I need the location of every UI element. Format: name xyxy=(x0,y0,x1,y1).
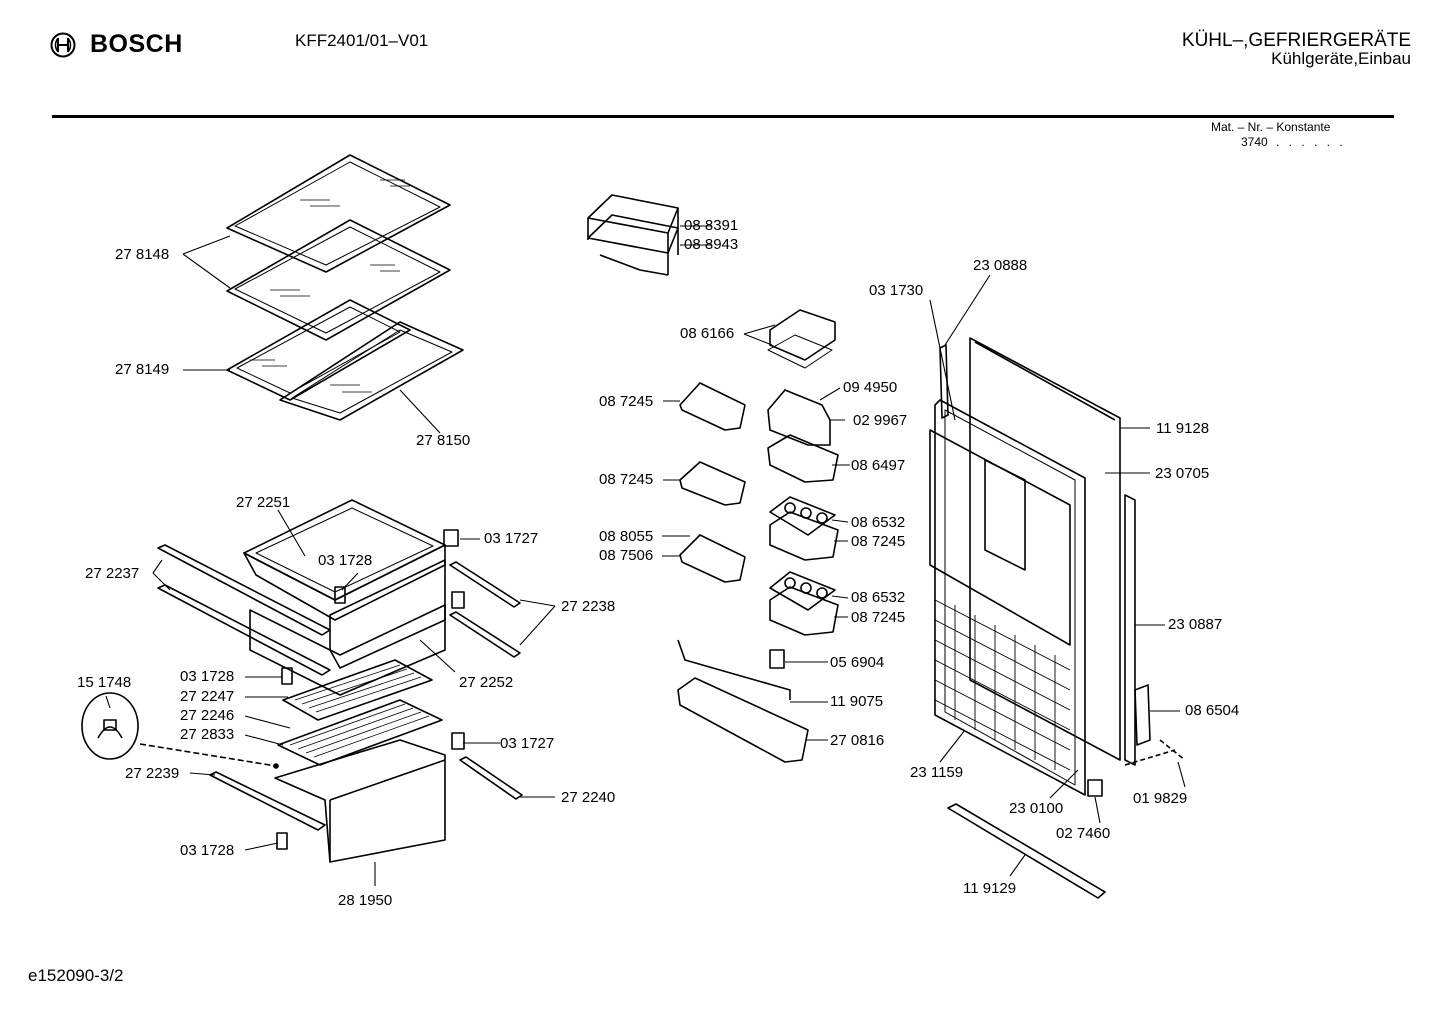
drawing-reference: e152090-3/2 xyxy=(28,966,124,985)
door-trim-strips xyxy=(939,344,1106,899)
part-label: 23 0100 xyxy=(1009,800,1064,817)
butter-dish xyxy=(587,194,679,276)
bosch-logo: BOSCH xyxy=(50,30,183,59)
part-label: 27 2240 xyxy=(561,789,616,806)
part-label: 08 6532 xyxy=(851,514,906,531)
material-number-value: 3740 xyxy=(1241,135,1268,149)
part-label: 27 2247 xyxy=(180,688,235,705)
part-label: 08 7506 xyxy=(599,547,654,564)
material-number-label: Mat. – Nr. – Konstante xyxy=(1211,120,1331,134)
bosch-armature-icon xyxy=(50,32,76,57)
dairy-compartment xyxy=(767,389,839,483)
brand-name: BOSCH xyxy=(90,30,183,58)
part-label: 28 1950 xyxy=(338,892,393,909)
door-perforation xyxy=(934,599,1071,771)
header-divider xyxy=(52,115,1394,118)
crisper-drawer-middle xyxy=(249,604,446,696)
part-label: 23 0888 xyxy=(973,257,1028,274)
material-number-dots: . . . . . . xyxy=(1276,135,1346,149)
glass-shelf-cover xyxy=(279,321,464,421)
part-label: 03 1728 xyxy=(180,842,235,859)
part-label: 03 1727 xyxy=(484,530,539,547)
glass-shelf-1 xyxy=(226,154,451,273)
drawer-rails xyxy=(157,544,523,831)
part-label: 08 7245 xyxy=(599,393,654,410)
part-label: 27 2239 xyxy=(125,765,180,782)
egg-trays xyxy=(769,496,839,636)
part-label: 02 7460 xyxy=(1056,825,1111,842)
part-label: 27 8150 xyxy=(416,432,471,449)
part-label: 15 1748 xyxy=(77,674,132,691)
part-label: 08 8055 xyxy=(599,528,654,545)
part-label: 27 2246 xyxy=(180,707,235,724)
part-label: 08 6504 xyxy=(1185,702,1240,719)
part-label: 23 0887 xyxy=(1168,616,1223,633)
part-label: 27 8149 xyxy=(115,361,170,378)
part-label: 02 9967 xyxy=(853,412,908,429)
part-label: 11 9075 xyxy=(830,693,884,710)
part-label: 08 8391 xyxy=(684,217,739,234)
part-label: 27 2238 xyxy=(561,598,616,615)
part-label: 08 6166 xyxy=(680,325,735,342)
part-label: 03 1728 xyxy=(318,552,373,569)
door-frame-outer xyxy=(969,337,1136,766)
part-label: 09 4950 xyxy=(843,379,898,396)
crisper-drawer-upper xyxy=(243,499,446,669)
part-label: 08 6497 xyxy=(851,457,906,474)
leader-lines xyxy=(105,225,1186,886)
part-label: 27 2252 xyxy=(459,674,514,691)
bottle-bin xyxy=(677,639,809,763)
part-label: 27 2833 xyxy=(180,726,235,743)
rail-clips xyxy=(276,529,465,850)
part-label: 27 2237 xyxy=(85,565,140,582)
part-label: 03 1727 xyxy=(500,735,555,752)
egg-cover xyxy=(767,309,836,369)
part-label: 23 0705 xyxy=(1155,465,1210,482)
crisper-drawer-lower xyxy=(274,739,446,863)
crisper-grid-1 xyxy=(282,659,433,721)
part-label: 08 6532 xyxy=(851,589,906,606)
part-label: 27 2251 xyxy=(236,494,291,511)
door-bins-small xyxy=(679,382,746,583)
part-label: 08 7245 xyxy=(851,533,906,550)
category-subtitle: Kühlgeräte,Einbau xyxy=(1271,49,1411,68)
part-label: 03 1728 xyxy=(180,668,235,685)
part-label: 11 9128 xyxy=(1156,420,1210,437)
hinge-and-screw xyxy=(1087,684,1186,797)
part-label: 01 9829 xyxy=(1133,790,1188,807)
crisper-grid-2 xyxy=(277,699,443,766)
part-label: 27 8148 xyxy=(115,246,170,263)
part-label: 08 7245 xyxy=(599,471,654,488)
control-knob xyxy=(81,692,279,769)
part-label: 11 9129 xyxy=(963,880,1017,897)
glass-shelf-2 xyxy=(226,219,451,341)
model-number: KFF2401/01–V01 xyxy=(295,31,429,50)
part-label: 08 7245 xyxy=(851,609,906,626)
part-label: 27 0816 xyxy=(830,732,885,749)
part-label: 23 1159 xyxy=(910,764,964,781)
part-label: 08 8943 xyxy=(684,236,739,253)
category-title: KÜHL–,GEFRIERGERÄTE xyxy=(1181,30,1411,51)
door-panel xyxy=(929,399,1086,796)
part-label: 03 1730 xyxy=(869,282,924,299)
part-label: 05 6904 xyxy=(830,654,885,671)
glass-shelf-3 xyxy=(226,299,411,401)
